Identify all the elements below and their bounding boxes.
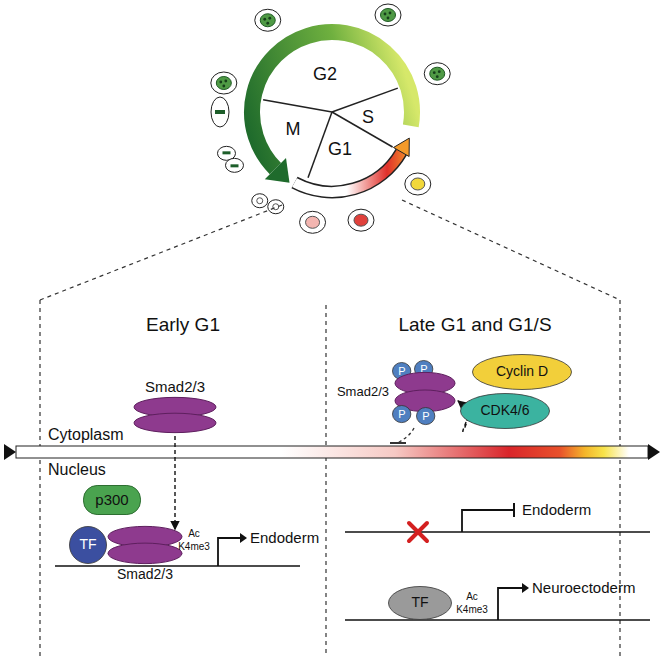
node-text: P: [398, 408, 405, 420]
cycle-arrowhead: [265, 158, 290, 183]
node-text: Cyclin D: [496, 364, 548, 379]
cyclin-protein: Cyclin D: [472, 354, 572, 390]
phase-label: G1: [328, 140, 352, 160]
compartment-label: Cytoplasm: [48, 426, 124, 444]
cell-icon: [211, 72, 237, 94]
smad-protein: Smad2/3: [107, 526, 183, 564]
promoter-arrow: [498, 588, 524, 620]
cell-icon: [300, 211, 326, 233]
block-bar: [513, 503, 515, 517]
promoter-arrowhead: [240, 533, 247, 543]
cell-icon: [405, 173, 431, 195]
phase-label: S: [362, 108, 374, 128]
bar-arrowhead: [4, 444, 16, 460]
promoter-arrow: [462, 510, 514, 532]
cell-icon: [252, 194, 284, 214]
gene-line: [55, 565, 300, 567]
gene-label: Endoderm: [250, 530, 319, 547]
cell-icon: [348, 209, 374, 231]
bar-arrowhead: [648, 444, 660, 460]
node-text: p300: [95, 492, 128, 509]
smad-protein: Smad2/3: [133, 397, 217, 433]
histone-mark: Ac: [466, 591, 478, 602]
red-cross: [409, 523, 427, 541]
cell-icons: [211, 4, 450, 233]
gene-label: Neuroectoderm: [532, 580, 635, 597]
cell-icon: [211, 97, 229, 127]
compartment-label: Nucleus: [48, 461, 106, 479]
cycle-arrow: [252, 32, 412, 169]
panel-heading: Early G1: [146, 315, 220, 336]
node-text: TF: [79, 537, 96, 552]
histone-mark: K4me3: [456, 604, 488, 615]
histone-mark: Ac: [188, 528, 200, 539]
cycle-disc: [260, 40, 404, 184]
node-text: P: [422, 410, 429, 422]
phase-label: G2: [313, 65, 337, 85]
phospho-circle: P: [416, 407, 435, 425]
phase-label: M: [286, 120, 301, 140]
node-outline: [133, 397, 217, 433]
promoter-arrowhead: [522, 583, 529, 593]
cdk-protein: CDK4/6: [460, 393, 550, 429]
cell-icon: [375, 4, 401, 26]
node-text: TF: [411, 595, 428, 610]
cell-icon: [255, 9, 281, 31]
inhibition-line: [398, 428, 414, 443]
cell-icon: [424, 63, 450, 85]
node-text: Smad2/3: [117, 567, 173, 582]
histone-mark: K4me3: [178, 541, 210, 552]
phospho-circle: P: [392, 405, 411, 423]
tf-protein: TF: [388, 586, 452, 620]
gene-line: [345, 531, 650, 533]
membrane-bar: [16, 446, 648, 458]
p300-protein: p300: [83, 485, 141, 515]
node-outline: [107, 526, 183, 564]
node-text: CDK4/6: [480, 403, 529, 418]
panel-heading: Late G1 and G1/S: [398, 315, 551, 336]
g1-arrowhead: [394, 138, 410, 156]
inhibition-bar: [390, 442, 406, 444]
dashed-arrow: [174, 436, 175, 529]
gene-label: Endoderm: [522, 502, 591, 519]
node-text: Smad2/3: [337, 385, 389, 399]
promoter-arrow: [218, 538, 242, 566]
tf-protein: TF: [69, 526, 107, 564]
cell-icon: [217, 146, 243, 172]
node-text: Smad2/3: [145, 379, 205, 396]
